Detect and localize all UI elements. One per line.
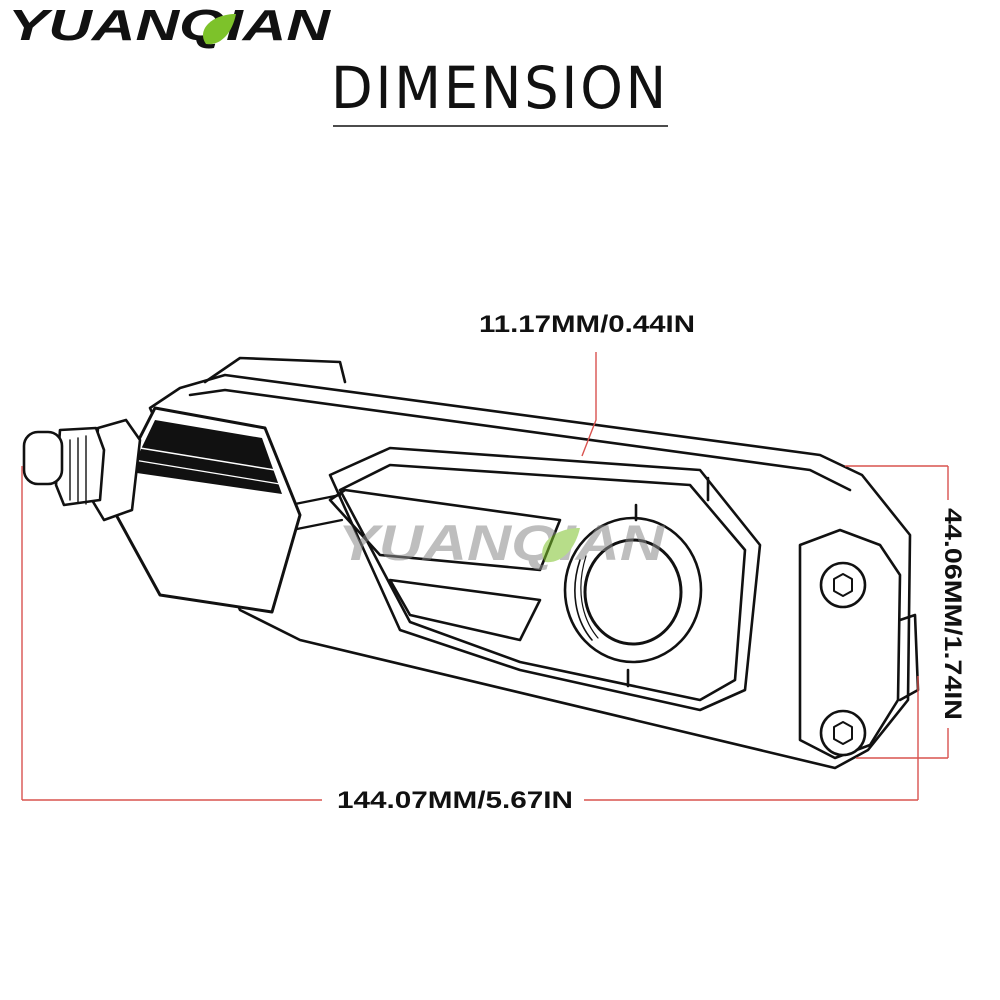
- length-label: 144.07MM/5.67IN: [337, 787, 573, 814]
- stem-thread: [69, 435, 87, 505]
- brand-logo-text: YUANQIAN: [8, 1, 332, 50]
- inner-frame: [328, 446, 762, 712]
- connector-rod: [288, 493, 344, 532]
- watermark: YUANQIAN: [338, 515, 665, 571]
- top-plate-edge: [203, 356, 347, 384]
- product-drawing: [22, 356, 920, 770]
- height-label: 44.06MM/1.74IN: [939, 508, 966, 720]
- screw-top-hex: [833, 573, 853, 597]
- thickness-label: 11.17MM/0.44IN: [479, 311, 695, 338]
- top-rim: [188, 388, 852, 492]
- dimension-lines: [21, 352, 949, 801]
- hex-knob-edge-2: [133, 459, 281, 485]
- hub-ring-outer: [563, 516, 703, 664]
- page-title: DIMENSION: [331, 54, 669, 122]
- hub-ring-inner: [583, 538, 683, 646]
- hex-knob-knurl: [130, 420, 282, 494]
- brand-logo: YUANQIAN: [8, 1, 332, 50]
- screw-bottom-hex: [833, 721, 853, 745]
- screw-bottom: [819, 709, 867, 757]
- thickness-leader: [581, 352, 597, 457]
- hub-thread: [574, 559, 593, 641]
- screw-top: [819, 561, 867, 609]
- hub-thread-2: [580, 555, 599, 639]
- end-cap-side: [898, 613, 920, 702]
- nut-2: [54, 426, 106, 507]
- slot-lower: [388, 578, 542, 642]
- hex-knob-edge: [139, 447, 276, 471]
- watermark-text: YUANQIAN: [338, 515, 665, 571]
- inner-frame-2: [338, 463, 747, 702]
- stem-end: [22, 430, 64, 486]
- watermark-leaf-icon: [542, 528, 580, 563]
- leaf-icon: [202, 14, 236, 45]
